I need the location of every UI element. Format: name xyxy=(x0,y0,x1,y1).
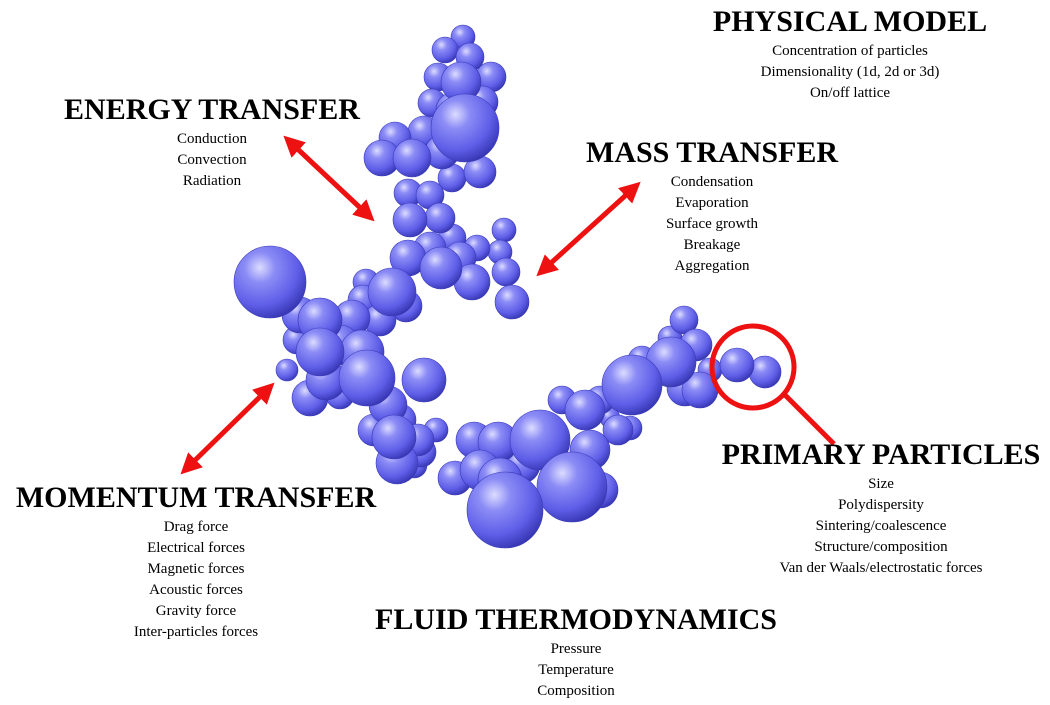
mass-transfer-item: Breakage xyxy=(552,235,872,256)
mass-transfer-item: Surface growth xyxy=(552,214,872,235)
physical-model-item: Concentration of particles xyxy=(690,41,1010,62)
primary-particles-pointer-line xyxy=(784,394,834,444)
energy-transfer-item: Conduction xyxy=(52,129,372,150)
particle-sphere xyxy=(602,355,662,415)
energy-transfer-block: ENERGY TRANSFER Conduction Convection Ra… xyxy=(52,93,372,192)
energy-transfer-item: Convection xyxy=(52,150,372,171)
particle-sphere xyxy=(495,285,529,319)
fluid-thermodynamics-item: Composition xyxy=(356,681,796,702)
momentum-transfer-item: Acoustic forces xyxy=(4,580,388,601)
fluid-thermodynamics-block: FLUID THERMODYNAMICS Pressure Temperatur… xyxy=(356,603,796,702)
particle-sphere xyxy=(492,258,520,286)
momentum-transfer-item: Drag force xyxy=(4,517,388,538)
mass-transfer-item: Condensation xyxy=(552,172,872,193)
particle-sphere xyxy=(720,348,754,382)
energy-transfer-list: Conduction Convection Radiation xyxy=(52,129,372,192)
particle-sphere xyxy=(393,139,431,177)
momentum-transfer-item: Inter-particles forces xyxy=(4,622,388,643)
momentum-transfer-item: Electrical forces xyxy=(4,538,388,559)
mass-transfer-item: Evaporation xyxy=(552,193,872,214)
particle-sphere xyxy=(276,359,298,381)
fluid-thermodynamics-item: Pressure xyxy=(356,639,796,660)
physical-model-item: Dimensionality (1d, 2d or 3d) xyxy=(690,62,1010,83)
momentum-transfer-arrow xyxy=(185,387,270,470)
momentum-transfer-block: MOMENTUM TRANSFER Drag force Electrical … xyxy=(4,481,388,643)
physical-model-list: Concentration of particles Dimensionalit… xyxy=(690,41,1010,104)
particle-sphere xyxy=(467,472,543,548)
primary-particles-heading: PRIMARY PARTICLES xyxy=(712,438,1050,471)
particle-sphere xyxy=(420,247,462,289)
particle-sphere xyxy=(234,246,306,318)
mass-transfer-item: Aggregation xyxy=(552,256,872,277)
physical-model-item: On/off lattice xyxy=(690,83,1010,104)
fluid-thermodynamics-item: Temperature xyxy=(356,660,796,681)
fluid-thermodynamics-list: Pressure Temperature Composition xyxy=(356,639,796,702)
energy-transfer-item: Radiation xyxy=(52,171,372,192)
momentum-transfer-item: Gravity force xyxy=(4,601,388,622)
primary-particles-list: Size Polydispersity Sintering/coalescenc… xyxy=(712,474,1050,579)
particle-sphere xyxy=(393,203,427,237)
primary-particles-item: Size xyxy=(712,474,1050,495)
particle-sphere xyxy=(402,358,446,402)
particle-sphere xyxy=(432,37,458,63)
mass-transfer-list: Condensation Evaporation Surface growth … xyxy=(552,172,872,277)
particle-sphere xyxy=(431,94,499,162)
primary-particles-item: Sintering/coalescence xyxy=(712,516,1050,537)
particle-sphere xyxy=(492,218,516,242)
mass-transfer-heading: MASS TRANSFER xyxy=(552,136,872,169)
fluid-thermodynamics-heading: FLUID THERMODYNAMICS xyxy=(356,603,796,636)
particle-sphere xyxy=(372,415,416,459)
particle-sphere xyxy=(425,203,455,233)
particle-sphere xyxy=(537,452,607,522)
energy-transfer-heading: ENERGY TRANSFER xyxy=(52,93,372,126)
particle-sphere xyxy=(368,268,416,316)
particle-sphere xyxy=(565,390,605,430)
particle-sphere xyxy=(296,328,344,376)
primary-particles-item: Van der Waals/electrostatic forces xyxy=(712,558,1050,579)
physical-model-block: PHYSICAL MODEL Concentration of particle… xyxy=(690,5,1010,104)
particle-sphere xyxy=(339,350,395,406)
particle-sphere xyxy=(749,356,781,388)
momentum-transfer-list: Drag force Electrical forces Magnetic fo… xyxy=(4,517,388,643)
primary-particles-item: Polydispersity xyxy=(712,495,1050,516)
primary-particles-block: PRIMARY PARTICLES Size Polydispersity Si… xyxy=(712,438,1050,579)
physical-model-heading: PHYSICAL MODEL xyxy=(690,5,1010,38)
momentum-transfer-item: Magnetic forces xyxy=(4,559,388,580)
mass-transfer-block: MASS TRANSFER Condensation Evaporation S… xyxy=(552,136,872,277)
momentum-transfer-heading: MOMENTUM TRANSFER xyxy=(4,481,388,514)
primary-particles-item: Structure/composition xyxy=(712,537,1050,558)
